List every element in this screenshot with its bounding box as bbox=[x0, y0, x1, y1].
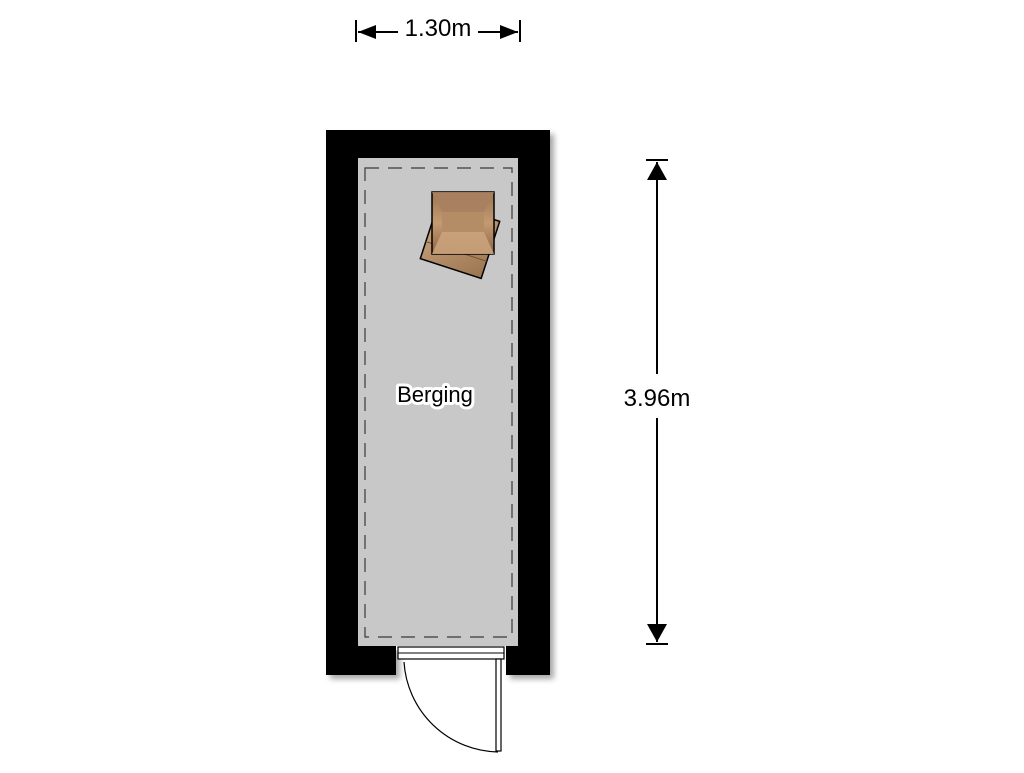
height-dimension: 3.96m bbox=[624, 159, 691, 645]
room-dashed-outline bbox=[364, 167, 513, 638]
hatch-bevel-bottom bbox=[432, 232, 494, 254]
door bbox=[396, 646, 506, 753]
attic-ladder bbox=[419, 191, 501, 280]
height-dim-arrow-top bbox=[647, 162, 667, 180]
width-dimension-label: 1.30m bbox=[405, 15, 472, 42]
walls bbox=[326, 130, 550, 675]
wall-outline bbox=[326, 130, 550, 675]
hatch-center bbox=[442, 212, 484, 232]
height-dimension-label: 3.96m bbox=[624, 385, 691, 412]
width-dimension: 1.30m bbox=[355, 15, 521, 42]
room-label: Berging bbox=[397, 382, 473, 407]
width-dim-arrow-left bbox=[358, 25, 376, 39]
width-dim-arrow-right bbox=[500, 25, 518, 39]
door-leaf bbox=[495, 658, 502, 752]
hatch-bevel-top bbox=[432, 192, 494, 212]
height-dim-arrow-bottom bbox=[647, 624, 667, 642]
door-swing-arc bbox=[403, 661, 499, 753]
